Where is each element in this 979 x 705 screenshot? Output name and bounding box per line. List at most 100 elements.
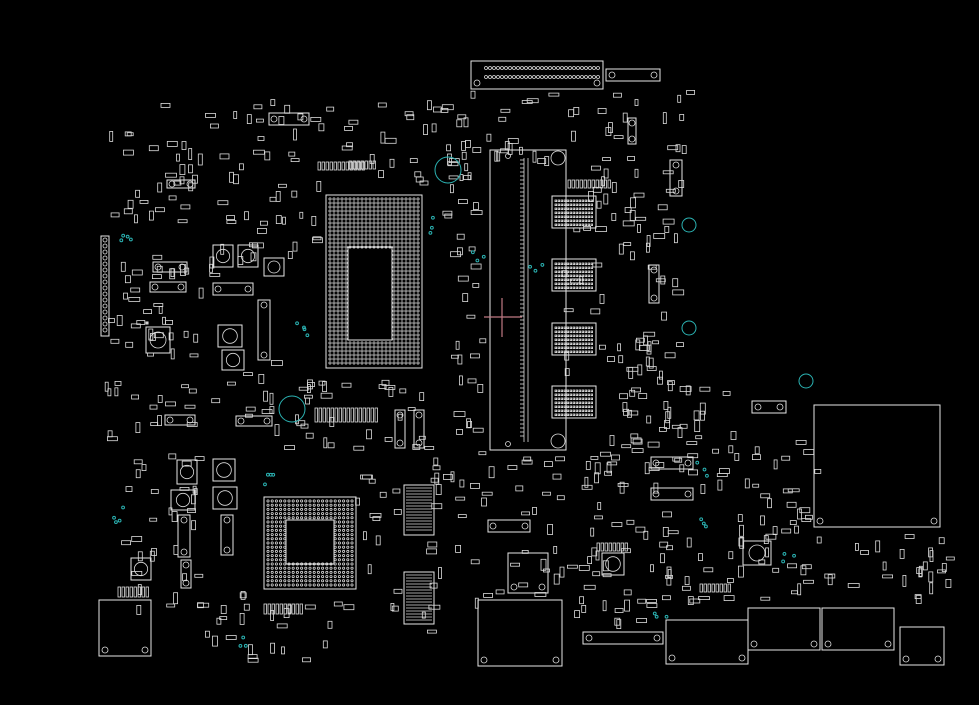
passive-component[interactable]: [188, 388, 197, 394]
passive-component[interactable]: [660, 275, 666, 285]
passive-component[interactable]: [275, 215, 282, 225]
passive-component[interactable]: [918, 565, 923, 577]
passive-component[interactable]: [727, 578, 734, 583]
passive-component[interactable]: [561, 270, 568, 278]
passive-component[interactable]: [666, 545, 673, 551]
passive-component[interactable]: [369, 513, 382, 518]
passive-component[interactable]: [602, 573, 612, 578]
passive-component[interactable]: [270, 642, 276, 654]
passive-component[interactable]: [875, 540, 881, 553]
passive-component[interactable]: [712, 448, 719, 454]
passive-component[interactable]: [623, 408, 629, 416]
passive-component[interactable]: [269, 392, 274, 405]
passive-component[interactable]: [599, 293, 605, 304]
passive-component[interactable]: [662, 112, 667, 124]
passive-component[interactable]: [481, 491, 493, 496]
passive-component[interactable]: [602, 600, 607, 612]
resistor-array[interactable]: [596, 542, 628, 552]
passive-component[interactable]: [553, 546, 558, 554]
connector-outline[interactable]: [605, 68, 661, 82]
passive-component[interactable]: [655, 278, 666, 283]
passive-component[interactable]: [532, 506, 537, 515]
passive-component[interactable]: [189, 353, 199, 358]
passive-component[interactable]: [664, 352, 676, 359]
passive-component[interactable]: [389, 158, 395, 168]
passive-component[interactable]: [137, 551, 143, 562]
passive-component[interactable]: [477, 383, 484, 393]
passive-component[interactable]: [270, 99, 276, 106]
passive-component[interactable]: [130, 287, 141, 293]
passive-component[interactable]: [600, 451, 611, 457]
passive-component[interactable]: [240, 591, 246, 600]
passive-component[interactable]: [123, 292, 128, 300]
passive-component[interactable]: [204, 630, 210, 638]
passive-component[interactable]: [378, 384, 387, 390]
passive-component[interactable]: [553, 573, 560, 585]
passive-component[interactable]: [190, 494, 196, 505]
passive-component[interactable]: [284, 104, 291, 114]
passive-component[interactable]: [646, 599, 657, 603]
passive-component[interactable]: [488, 466, 495, 479]
passive-component[interactable]: [143, 309, 153, 315]
passive-component[interactable]: [591, 165, 601, 171]
inductor[interactable]: [235, 415, 273, 427]
passive-component[interactable]: [327, 442, 335, 449]
passive-component[interactable]: [547, 524, 553, 535]
passive-component[interactable]: [681, 145, 687, 155]
passive-component[interactable]: [431, 123, 437, 133]
passive-component[interactable]: [594, 472, 599, 484]
passive-component[interactable]: [128, 296, 141, 302]
passive-component[interactable]: [251, 242, 264, 249]
passive-component[interactable]: [472, 202, 479, 211]
passive-component[interactable]: [137, 584, 142, 595]
passive-component[interactable]: [521, 100, 533, 104]
passive-component[interactable]: [440, 108, 449, 113]
passive-component[interactable]: [110, 212, 120, 218]
passive-component[interactable]: [125, 486, 133, 493]
passive-component[interactable]: [781, 455, 791, 461]
passive-component[interactable]: [470, 263, 482, 270]
passive-component[interactable]: [148, 145, 159, 152]
passive-component[interactable]: [305, 432, 314, 439]
passive-component[interactable]: [283, 608, 290, 618]
passive-component[interactable]: [472, 427, 484, 433]
resistor-array[interactable]: [314, 407, 378, 423]
passive-component[interactable]: [667, 145, 679, 151]
passive-component[interactable]: [494, 150, 499, 162]
passive-component[interactable]: [353, 445, 365, 451]
passive-component[interactable]: [250, 252, 257, 262]
passive-component[interactable]: [318, 123, 325, 132]
passive-component[interactable]: [739, 524, 744, 537]
passive-component[interactable]: [239, 592, 247, 599]
passive-component[interactable]: [181, 141, 187, 150]
passive-component[interactable]: [616, 619, 622, 629]
passive-component[interactable]: [414, 171, 422, 178]
passive-component[interactable]: [149, 517, 158, 522]
passive-component[interactable]: [415, 176, 424, 183]
passive-component[interactable]: [719, 468, 730, 475]
passive-component[interactable]: [372, 516, 381, 521]
passive-component[interactable]: [472, 147, 482, 153]
passive-component[interactable]: [441, 104, 454, 111]
passive-component[interactable]: [197, 602, 204, 609]
inductor[interactable]: [180, 559, 192, 589]
passive-component[interactable]: [772, 567, 780, 573]
passive-component[interactable]: [393, 508, 402, 515]
passive-component[interactable]: [486, 133, 492, 142]
passive-component[interactable]: [114, 387, 119, 397]
passive-component[interactable]: [772, 526, 778, 535]
passive-component[interactable]: [571, 130, 576, 142]
passive-component[interactable]: [590, 527, 595, 537]
passive-component[interactable]: [165, 401, 176, 407]
passive-component[interactable]: [166, 140, 178, 147]
inductor[interactable]: [669, 159, 683, 197]
mosfet[interactable]: [237, 244, 259, 268]
passive-component[interactable]: [464, 163, 469, 172]
passive-component[interactable]: [457, 114, 467, 120]
connector[interactable]: [813, 404, 941, 528]
passive-component[interactable]: [791, 590, 798, 595]
connector[interactable]: [98, 599, 152, 657]
passive-component[interactable]: [672, 289, 685, 296]
passive-component[interactable]: [329, 417, 335, 427]
passive-component[interactable]: [220, 605, 227, 614]
